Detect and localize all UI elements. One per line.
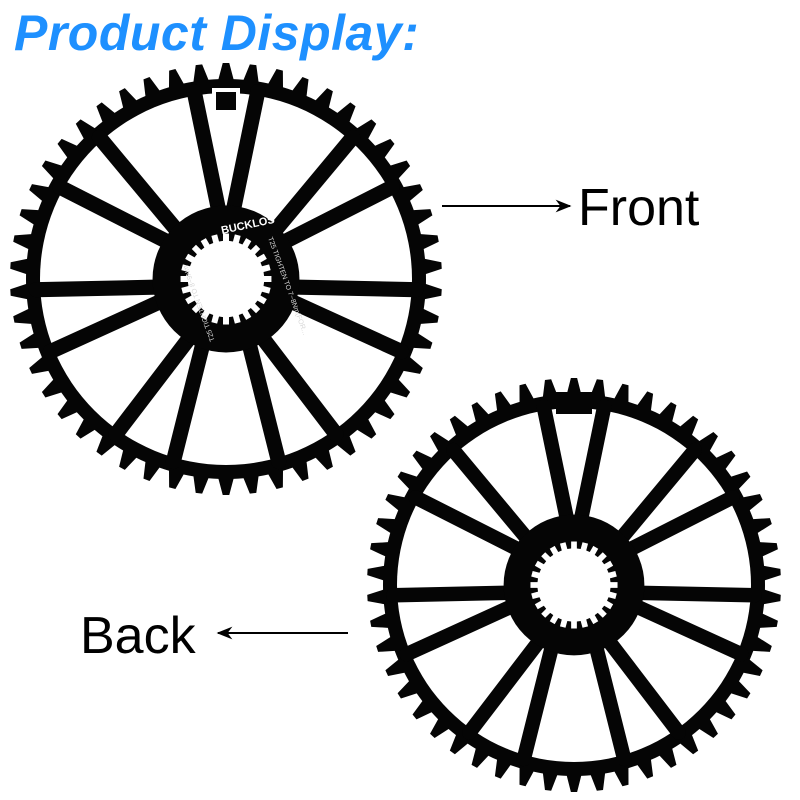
back-chainring [367,378,781,792]
tab-back [556,392,592,414]
spline-bore-front [180,233,272,325]
arms-front [28,84,424,470]
back-label: Back [80,607,196,665]
spline-bore-back [530,541,618,629]
front-label: Front [578,179,700,237]
page-title: Product Display: [14,5,420,61]
arms-back [386,399,762,767]
front-chainring [10,63,442,495]
